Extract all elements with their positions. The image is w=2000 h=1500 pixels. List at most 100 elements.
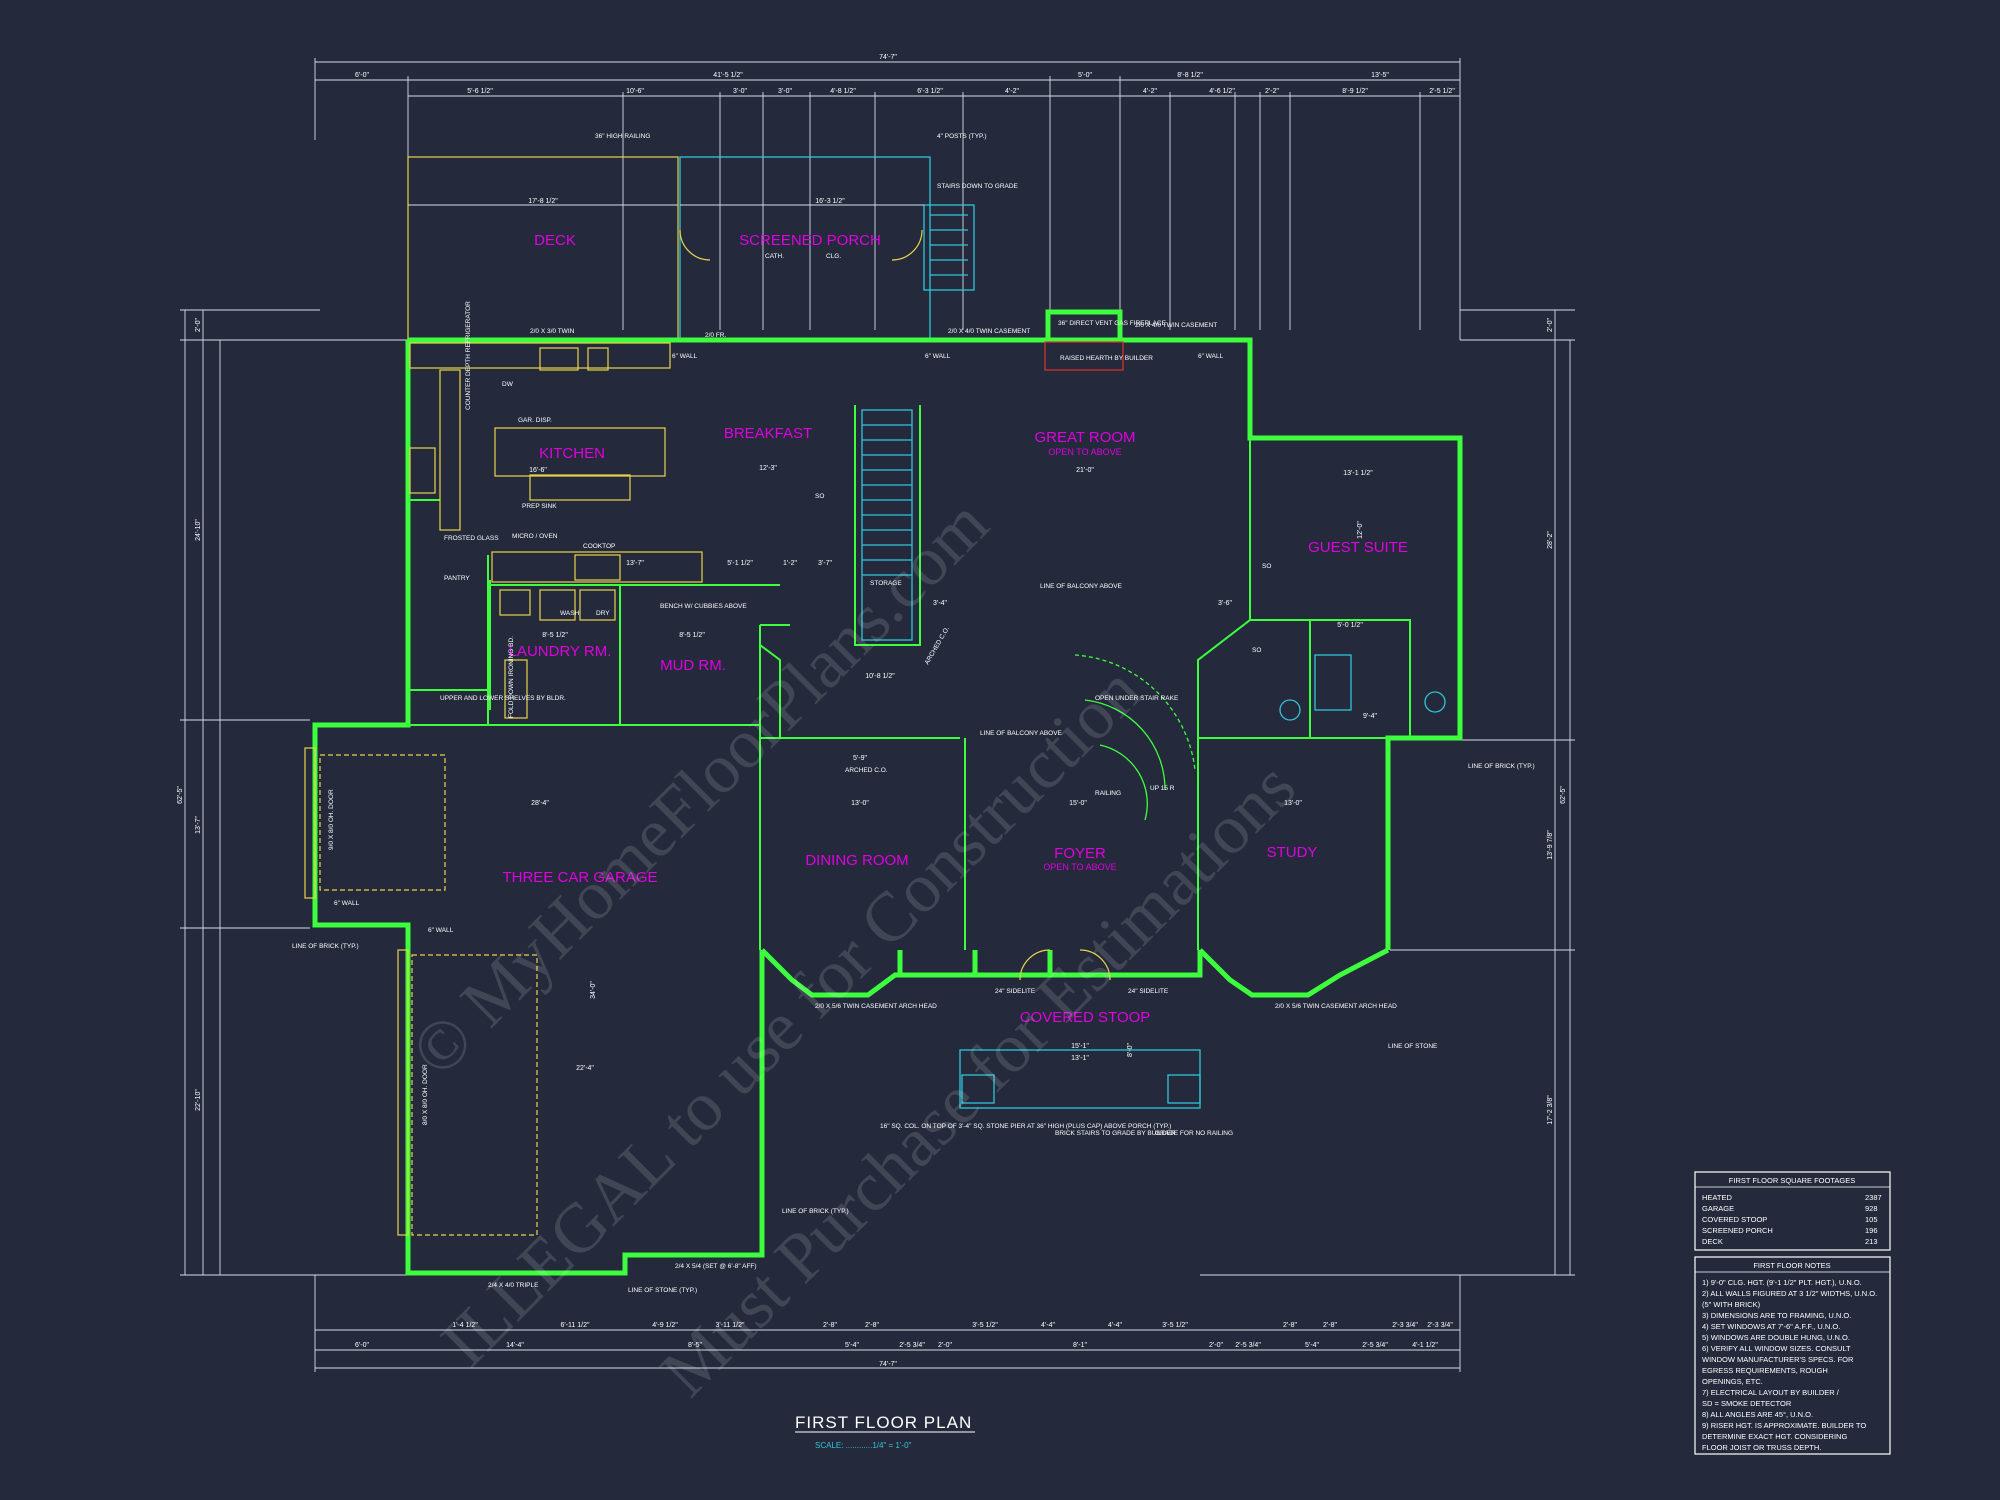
dim-bottom: 14'-4"	[506, 1342, 524, 1349]
footage-value: 196	[1865, 1226, 1878, 1235]
note: 6" WALL	[1198, 353, 1224, 360]
garage-doors	[304, 747, 538, 1236]
note: 36" DIRECT VENT GAS FIREPLACE	[1058, 320, 1167, 327]
note: SO	[815, 493, 824, 500]
dim-inner: 10'-8 1/2"	[865, 673, 895, 680]
dim-inner: 8'-5 1/2"	[542, 632, 568, 639]
dimensions-sides: 62'-5" 24'-10" 13'-7" 22'-10" 2'-0" 62'-…	[177, 309, 1575, 1276]
note: BRICK STAIRS TO GRADE BY BUILDER	[1055, 1130, 1176, 1137]
dimensions-bottom: 6'-0" 14'-4" 8'-5" 5'-4" 2'-5 3/4" 2'-0"…	[314, 1275, 1461, 1372]
note: SO	[1262, 563, 1271, 570]
note: MICRO / OVEN	[512, 533, 558, 540]
note: 6" WALL	[334, 900, 360, 907]
dim-bottom: 2'-5 3/4"	[1235, 1342, 1261, 1349]
dim-bottom2: 2'-8"	[865, 1322, 879, 1329]
dim-inner: 21'-0"	[1076, 467, 1094, 474]
dim-right: 28'-2"	[1547, 531, 1554, 549]
dim-inner: 5'-0 1/2"	[1337, 622, 1363, 629]
dim-bottom2: 6'-11 1/2"	[561, 1322, 591, 1329]
note: 24" SIDELITE	[1128, 988, 1169, 995]
note: CATH.	[765, 253, 784, 260]
note: DRY	[596, 610, 610, 617]
dim-top2: 3'-0"	[778, 88, 792, 95]
notes-line: 6) VERIFY ALL WINDOW SIZES. CONSULT	[1702, 1344, 1851, 1353]
note: ARCHED C.O.	[845, 767, 888, 774]
dim-top2: 4'-2"	[1143, 88, 1157, 95]
dim-top2: 2'-2"	[1265, 88, 1279, 95]
dim-left: 13'-7"	[195, 816, 202, 834]
dim-inner: 16'-6"	[529, 467, 547, 474]
dim-top2: 5'-6 1/2"	[467, 88, 493, 95]
footage-value: 2387	[1865, 1193, 1882, 1202]
dim-left: 24'-10"	[195, 519, 202, 541]
room-label-deck: DECK	[534, 232, 576, 249]
dim-bottom: 2'-0"	[1209, 1342, 1223, 1349]
note: ARCHED C.O.	[924, 625, 951, 666]
dimensions-top: 74'-7" 6'-0" 41'-5 1/2" 5'-0" 8'-8 1/2" …	[314, 54, 1461, 340]
dim-bottom: 2'-5 3/4"	[899, 1342, 925, 1349]
dim-inner: 16'-3 1/2"	[815, 198, 845, 205]
covered-stoop	[959, 949, 1201, 1109]
dim-right: 13'-9 7/8"	[1547, 830, 1554, 860]
dim-left: 22'-10"	[195, 1089, 202, 1111]
notes-line: 8) ALL ANGLES ARE 45°, U.N.O.	[1702, 1410, 1813, 1419]
dim-inner: 13'-0"	[1284, 800, 1302, 807]
dim-inner: 13'-0"	[851, 800, 869, 807]
room-label-breakfast: BREAKFAST	[724, 425, 812, 442]
dim-inner: 12'-0"	[1357, 521, 1364, 539]
notes-line: EGRESS REQUIREMENTS, ROUGH	[1702, 1366, 1828, 1375]
note: LINE OF BALCONY ABOVE	[980, 730, 1063, 737]
footage-label: GARAGE	[1702, 1204, 1734, 1213]
dim-inner: 15'-1"	[1071, 1043, 1089, 1050]
dim-inner: 12'-3"	[759, 465, 777, 472]
room-label-great-room: GREAT ROOM	[1034, 429, 1135, 446]
room-sub-foyer: OPEN TO ABOVE	[1043, 862, 1116, 872]
note: 6" WALL	[672, 353, 698, 360]
dim-right: 2'-0"	[1547, 318, 1554, 332]
note: 2/0 X 5/6 TWIN CASEMENT ARCH HEAD	[1275, 1003, 1397, 1010]
dim-inner: 5'-1 1/2"	[727, 560, 753, 567]
dim-inner: 3'-6"	[1218, 600, 1232, 607]
note: RAISED HEARTH BY BUILDER	[1060, 355, 1153, 362]
dim-top2: 4'-6 1/2"	[1209, 88, 1235, 95]
notes-line: SD = SMOKE DETECTOR	[1702, 1399, 1792, 1408]
dim-inner: 15'-0"	[1069, 800, 1087, 807]
room-label-laundry: LAUNDRY RM.	[509, 643, 612, 660]
room-label-garage: THREE CAR GARAGE	[502, 869, 657, 886]
dim-top: 13'-5"	[1371, 72, 1389, 79]
note: FOLD DOWN IRONING BD.	[508, 636, 515, 718]
dim-bottom2: 2'-3 3/4"	[1392, 1322, 1418, 1329]
notes-line: 5) WINDOWS ARE DOUBLE HUNG, U.N.O.	[1702, 1333, 1850, 1342]
dim-bottom2: 3'-11 1/2"	[716, 1322, 746, 1329]
note: COOKTOP	[583, 543, 615, 550]
dim-bottom2: 4'-9 1/2"	[652, 1322, 678, 1329]
note: 2/4 X 5/4 (SET @ 6'-8" AFF)	[675, 1263, 757, 1270]
dim-bottom: 8'-5"	[688, 1342, 702, 1349]
dim-inner: 3'-7"	[818, 560, 832, 567]
dim-right: 17'-2 3/8"	[1547, 1095, 1554, 1125]
note: 6" WALL	[428, 927, 454, 934]
room-sub-great-room: OPEN TO ABOVE	[1048, 447, 1121, 457]
dim-bottom2: 2'-8"	[1283, 1322, 1297, 1329]
dim-bottom2: 2'-3 3/4"	[1427, 1322, 1453, 1329]
dim-bottom2: 2'-8"	[823, 1322, 837, 1329]
note: 2/0 X 4/0 TWIN CASEMENT	[948, 328, 1030, 335]
dim-bottom: 8'-1"	[1073, 1342, 1087, 1349]
dim-inner: 13'-7"	[626, 560, 644, 567]
dim-bottom: 2'-5 3/4"	[1362, 1342, 1388, 1349]
room-label-mud: MUD RM.	[660, 657, 726, 674]
footage-label: SCREENED PORCH	[1702, 1226, 1773, 1235]
footage-label: HEATED	[1702, 1193, 1732, 1202]
footage-value: 928	[1865, 1204, 1878, 1213]
dim-top-outer: 74'-7"	[879, 54, 897, 61]
dim-bottom2: 2'-8"	[1323, 1322, 1337, 1329]
dim-top: 5'-0"	[1078, 72, 1092, 79]
note: STORAGE	[870, 580, 902, 587]
stairs	[861, 409, 1196, 821]
dim-top2: 3'-0"	[733, 88, 747, 95]
dim-bottom2: 1'-4 1/2"	[452, 1322, 478, 1329]
notes-line: DETERMINE EXACT HGT. CONSIDERING	[1702, 1432, 1847, 1441]
dim-top: 41'-5 1/2"	[713, 72, 743, 79]
interior-walls	[407, 340, 1411, 950]
dim-inner: 3'-4"	[933, 600, 947, 607]
